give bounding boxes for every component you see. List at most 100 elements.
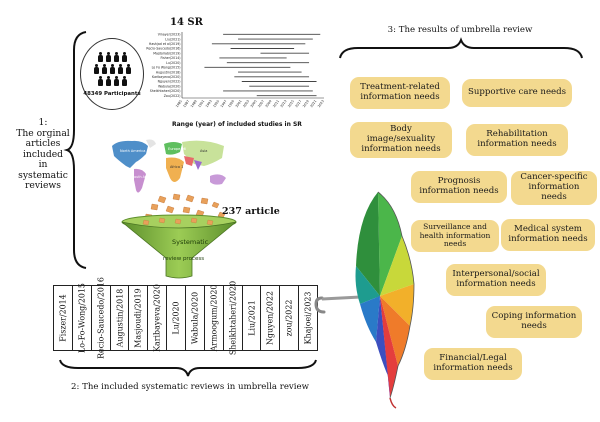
map-south-america — [134, 168, 146, 193]
review-label: Lo-Fo-Wong/2015 — [77, 283, 87, 353]
range-year-tick: 1993 — [205, 99, 213, 108]
people-row-3 — [97, 75, 127, 87]
range-author-label: Liu(2021) — [165, 37, 180, 41]
funnel-label-process: review process — [163, 256, 205, 262]
range-year-tick: 2009 — [265, 99, 273, 108]
need-supportive-care: Supportive care needs — [462, 79, 572, 107]
range-year-tick: 1999 — [227, 99, 235, 108]
person-icon — [113, 75, 119, 87]
person-icon — [105, 51, 111, 63]
review-label: Nguyen/2022 — [265, 291, 275, 345]
range-author-label: Hashjad et al(2019) — [149, 42, 181, 46]
range-author-label: Vinayer(2023) — [158, 33, 181, 37]
range-author-label: Lu(2020) — [166, 61, 180, 65]
participants-label: 48349 Participants — [83, 90, 141, 97]
map-label-europe: Europe 06 — [168, 147, 186, 151]
section-2-label: 2: The included systematic reviews in um… — [71, 382, 309, 392]
umbrella-graphic — [314, 191, 415, 409]
review-label: Liu/2021 — [247, 300, 257, 336]
reviews-table: Fiszer/2014 Lo-Fo-Wong/2015 Recio-Sauced… — [53, 277, 318, 359]
person-icon — [101, 63, 107, 75]
person-icon — [109, 63, 115, 75]
range-author-label: Zou(2022) — [164, 94, 181, 98]
review-cell: Nguyen/2022 — [261, 286, 281, 350]
review-label: Karibayeva/2020 — [152, 284, 162, 352]
map-label-north-america: North America — [120, 149, 145, 153]
review-label: Masjoudi/2019 — [133, 288, 143, 348]
map-africa — [166, 157, 184, 182]
need-financial-legal: Financial/Legal information needs — [424, 348, 522, 380]
review-label: Augustin/2018 — [115, 288, 124, 348]
person-icon — [121, 75, 127, 87]
map-europe — [164, 142, 182, 155]
range-year-tick: 1991 — [197, 99, 205, 108]
range-year-tick: 2023 — [317, 99, 325, 108]
range-year-tick: 2007 — [257, 99, 265, 108]
review-cell: Liu/2021 — [243, 286, 262, 350]
range-author-label: Majdolrabi(2019) — [153, 51, 180, 55]
need-coping: Coping information needs — [486, 306, 582, 338]
range-year-tick: 2019 — [302, 99, 310, 108]
need-treatment-related: Treatment-related information needs — [350, 77, 450, 109]
review-cell: Lu/2020 — [167, 286, 187, 350]
range-year-tick: 2015 — [287, 99, 295, 108]
review-cell: Sheikhtaheri/2020 — [224, 281, 243, 355]
review-cell: Wabula/2020 — [186, 286, 205, 350]
map-label-south-america: South America 1 — [132, 175, 159, 179]
need-body-image-sexuality: Body image/sexuality information needs — [350, 122, 452, 158]
top-brace — [339, 37, 583, 59]
review-label: Fiszer/2014 — [58, 294, 68, 342]
need-prognosis: Prognosis information needs — [411, 171, 507, 203]
map-label-africa: Africa 1 — [170, 165, 183, 169]
range-year-tick: 2003 — [242, 99, 250, 108]
need-medical-system: Medical system information needs — [501, 219, 595, 251]
need-surveillance-health: Surveillance and health information need… — [411, 220, 499, 252]
funnel-graphic — [121, 214, 237, 279]
range-author-label: Nguyen(2022) — [158, 80, 181, 84]
people-row-2 — [93, 63, 131, 75]
funnel-label-systematic: Systematic — [172, 238, 209, 246]
review-label: Armoogum/2020 — [209, 284, 219, 352]
review-cell: zou/2022 — [280, 286, 300, 350]
review-cell: Fiszer/2014 — [54, 286, 73, 350]
person-icon — [97, 75, 103, 87]
range-author-label: Augustin(2018) — [156, 70, 181, 74]
range-year-tick: 2021 — [309, 99, 317, 108]
range-year-tick: 2001 — [235, 99, 243, 108]
range-year-tick: 2017 — [294, 99, 302, 108]
review-cell: Masjoudi/2019 — [129, 286, 149, 350]
review-label: Wabula/2020 — [190, 291, 200, 345]
bottom-brace — [59, 359, 317, 377]
range-chart: Vinayer(2023)Liu(2021)Hashjad et al(2019… — [146, 32, 325, 108]
range-author-label: Sheikhtaheri(2020) — [150, 89, 181, 93]
map-label-asia: Asia — [200, 149, 207, 153]
review-cell: Armoogum/2020 — [205, 284, 224, 352]
need-interpersonal-social: Interpersonal/social information needs — [446, 264, 546, 296]
map-middle-east — [184, 156, 194, 166]
left-brace — [63, 31, 87, 269]
map-greenland — [146, 139, 156, 148]
range-year-tick: 2013 — [280, 99, 288, 108]
world-map: North America Europe 06 Asia Africa 1 So… — [112, 139, 226, 193]
review-label: Sheikhtaheri/2020 — [228, 280, 238, 356]
sr-title: 14 SR — [170, 17, 203, 28]
person-icon — [125, 63, 131, 75]
person-icon — [121, 51, 127, 63]
range-author-label: Recio-Saucedo(2016) — [146, 47, 180, 51]
person-icon — [113, 51, 119, 63]
review-label: zou/2022 — [284, 299, 294, 337]
range-year-tick: 1985 — [175, 99, 183, 108]
person-icon — [117, 63, 123, 75]
range-author-label: Karibayeva(2020) — [152, 75, 180, 79]
review-label: Lu/2020 — [171, 301, 181, 335]
article-count: 237 article — [222, 206, 280, 217]
range-year-tick: 1997 — [220, 99, 228, 108]
range-author-label: Fisher(2014) — [160, 56, 180, 60]
range-axis-label: Range (year) of included studies in SR — [172, 121, 302, 128]
need-cancer-specific: Cancer-specific information needs — [511, 171, 597, 205]
section-1-label: 1: The orginal articles included in syst… — [16, 117, 70, 192]
people-row-1 — [97, 51, 127, 63]
range-author-label: Lo Fo Wong(2015) — [152, 66, 181, 70]
person-icon — [97, 51, 103, 63]
range-year-tick: 1987 — [182, 99, 190, 108]
